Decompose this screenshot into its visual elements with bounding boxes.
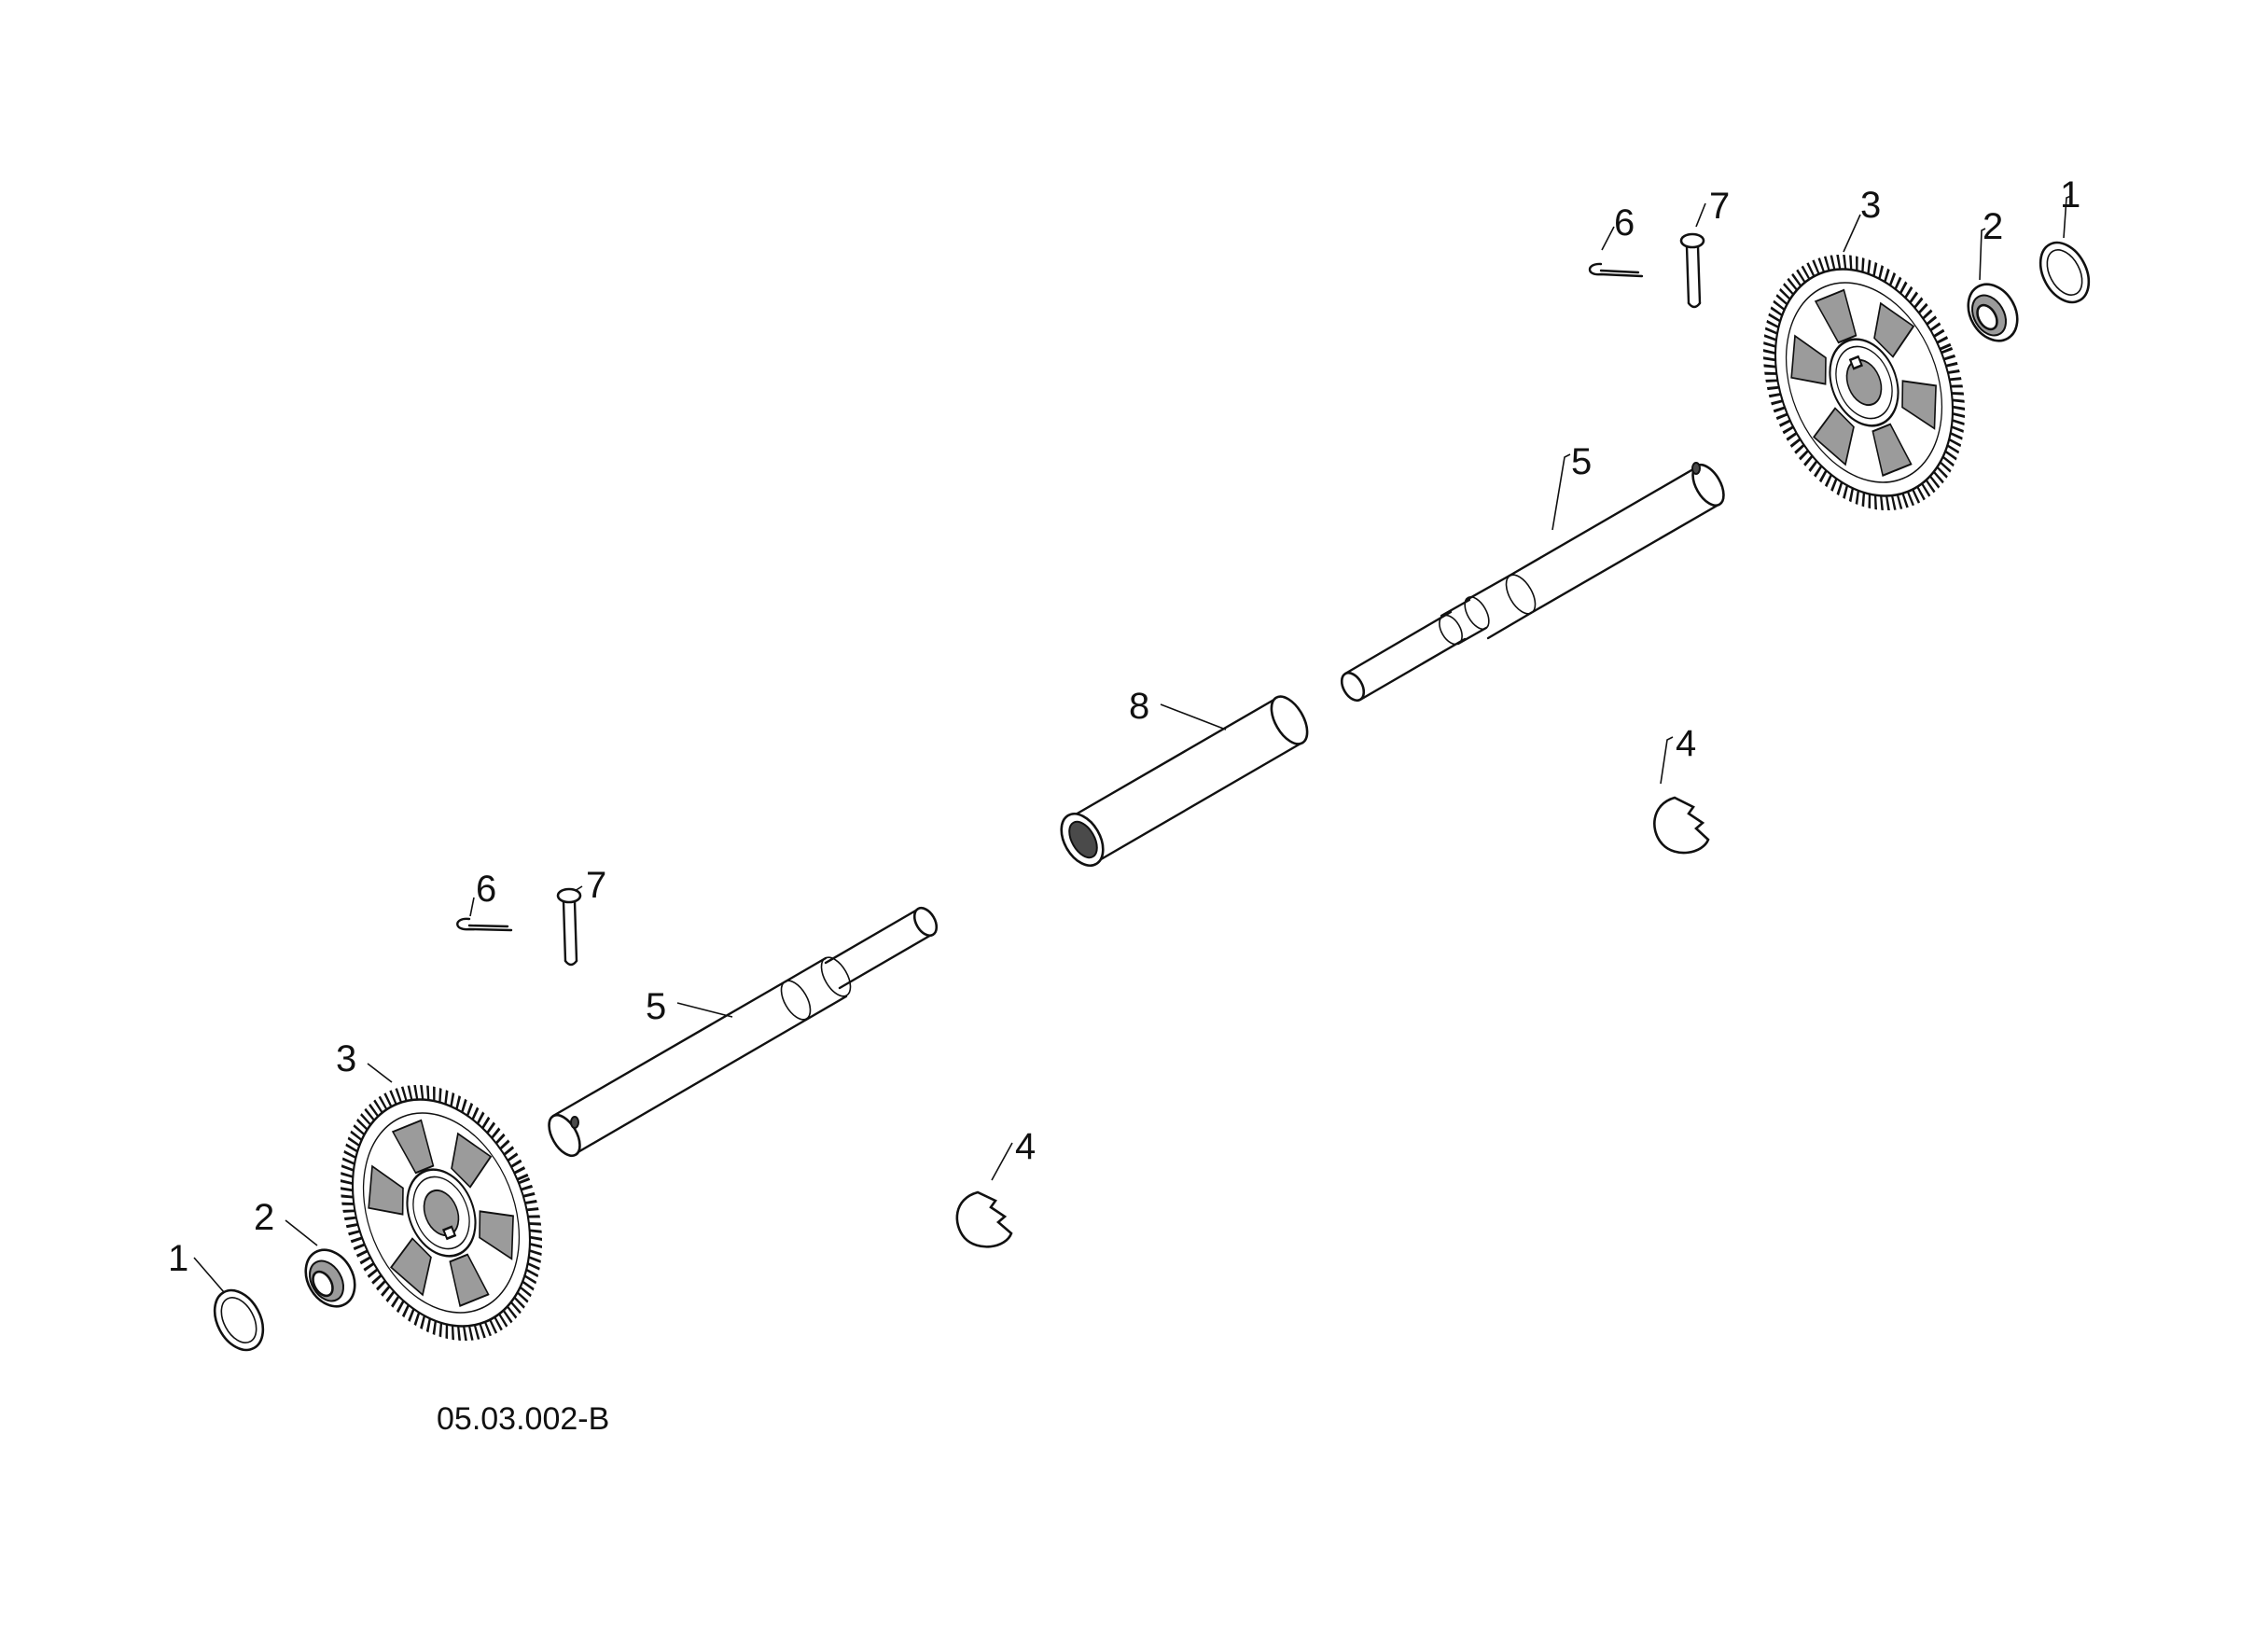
callout-cotter-right: 6 [1614, 202, 1635, 244]
callout-labels: 1 2 3 7 6 5 4 8 6 7 5 4 3 2 1 [168, 174, 2080, 1279]
gear-left-part-3 [340, 1084, 543, 1342]
washer-right-part-1 [2038, 241, 2091, 304]
callout-gear-right: 3 [1860, 185, 1881, 226]
callout-e-ring-left: 4 [1015, 1126, 1036, 1167]
cotter-pin-left-part-6 [456, 917, 513, 932]
callout-gear-left: 3 [336, 1038, 356, 1079]
gear-right-part-3 [1762, 254, 1966, 511]
callout-tube-center: 8 [1129, 686, 1149, 727]
callout-pin-right: 7 [1709, 186, 1730, 227]
washer-left-part-1 [213, 1288, 265, 1352]
shaft-left-part-5 [548, 906, 939, 1158]
callout-bushing-right: 2 [1983, 206, 2003, 247]
tube-part-8 [1060, 695, 1309, 867]
callout-washer-right: 1 [2060, 174, 2080, 216]
callout-pin-left: 7 [586, 865, 606, 906]
bushing-left-part-2 [304, 1248, 356, 1308]
e-ring-right-part-4 [1653, 796, 1710, 855]
callout-shaft-left: 5 [646, 986, 666, 1027]
bushing-right-part-2 [1967, 283, 2019, 342]
leader-lines [193, 195, 2072, 1293]
callout-washer-left: 1 [168, 1238, 188, 1279]
shaft-right-part-5 [1340, 462, 1725, 703]
callout-cotter-left: 6 [476, 869, 496, 910]
callout-shaft-right: 5 [1571, 441, 1592, 482]
clevis-pin-left-part-7 [556, 887, 582, 967]
cotter-pin-right-part-6 [1588, 262, 1644, 278]
callout-e-ring-right: 4 [1676, 723, 1696, 764]
callout-bushing-left: 2 [254, 1197, 274, 1238]
clevis-pin-right-part-7 [1679, 232, 1705, 309]
figure-code: 05.03.002-B [437, 1401, 609, 1437]
e-ring-left-part-4 [955, 1190, 1013, 1248]
